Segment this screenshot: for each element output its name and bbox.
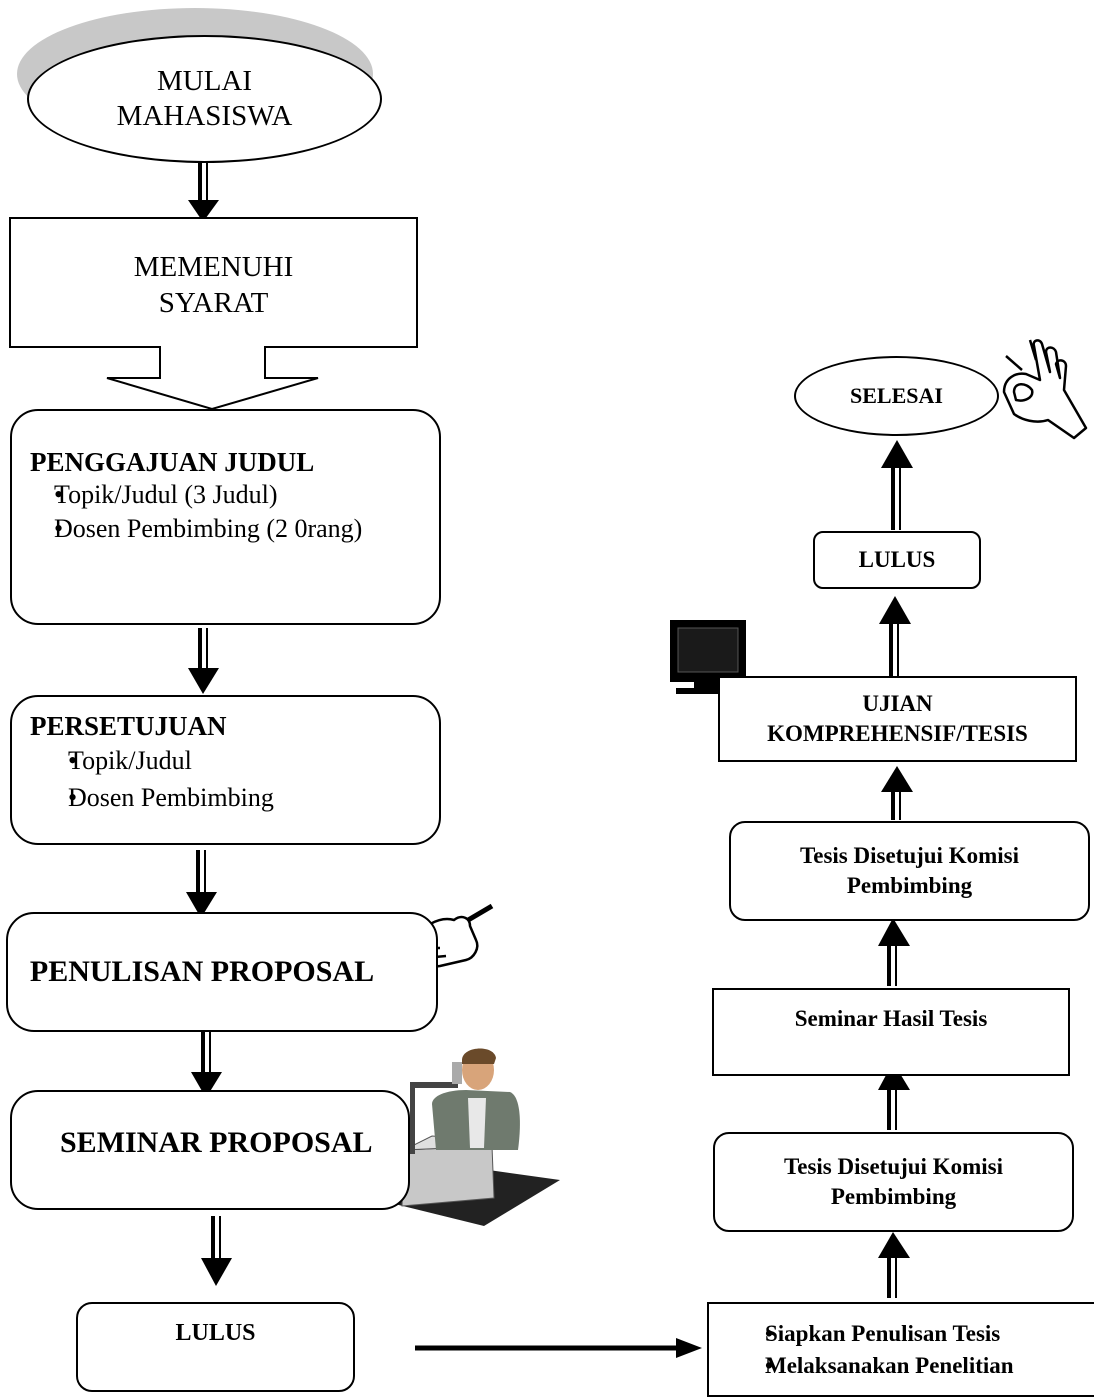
arrow-tesis1-to-seminarhasil [878,1062,910,1130]
tesis-disetujui-lower-box: Tesis Disetujui Komisi Pembimbing [713,1132,1074,1232]
pengajuan-title: PENGGAJUAN JUDUL [30,447,315,477]
syarat-callout-box [9,217,418,411]
tesis-disetujui-upper-box: Tesis Disetujui Komisi Pembimbing [729,821,1090,921]
persetujuan-item: Topik/Judul [30,742,439,779]
ujian-box: UJIAN KOMPREHENSIF/TESIS [718,676,1077,762]
tesis-lower-line1: Tesis Disetujui Komisi [784,1154,1003,1180]
arrow-ujian-to-lulus [879,596,911,676]
arrow-penulisan-to-seminar [191,1028,222,1098]
start-ellipse: MULAI MAHASISWA [27,35,382,163]
presenter-clipart-icon [362,1048,560,1226]
arrow-tesis2-to-ujian [881,766,913,820]
persetujuan-list: Topik/Judul Dosen Pembimbing [30,742,439,816]
pengajuan-list: Topik/Judul (3 Judul) Dosen Pembimbing (… [30,478,439,546]
start-line2: MAHASISWA [116,100,293,132]
siapkan-item: Melaksanakan Penelitian [727,1350,1094,1382]
persetujuan-box: PERSETUJUAN Topik/Judul Dosen Pembimbing [10,695,441,845]
arrow-lulus-to-selesai [881,440,913,530]
siapkan-item: Siapkan Penulisan Tesis [727,1318,1094,1350]
siapkan-list: Siapkan Penulisan Tesis Melaksanakan Pen… [727,1318,1094,1382]
ujian-line2: KOMPREHENSIF/TESIS [767,721,1028,746]
seminar-label: SEMINAR PROPOSAL [60,1126,373,1159]
siapkan-box: Siapkan Penulisan Tesis Melaksanakan Pen… [707,1302,1094,1397]
lulus-right-box: LULUS [813,531,981,589]
penulisan-label: PENULISAN PROPOSAL [29,955,375,988]
syarat-box: MEMENUHI SYARAT [10,230,417,340]
seminar-hasil-box: Seminar Hasil Tesis [712,988,1070,1076]
start-line1: MULAI [156,65,253,98]
arrow-start-to-syarat [188,158,219,222]
syarat-line1: MEMENUHI [133,250,294,283]
penulisan-proposal-box: PENULISAN PROPOSAL [6,912,438,1032]
tesis-lower-line2: Pembimbing [830,1184,957,1209]
lulus-right-label: LULUS [858,547,936,572]
ujian-line1: UJIAN [862,691,933,717]
arrow-seminar-to-lulus [201,1216,232,1286]
lulus-left-box: LULUS [76,1302,355,1392]
arrow-siapkan-to-tesis1 [878,1232,910,1298]
pengajuan-item: Dosen Pembimbing (2 0rang) [30,512,439,546]
ok-hand-icon [1002,339,1088,440]
pengajuan-item: Topik/Judul (3 Judul) [30,478,439,512]
seminar-hasil-label: Seminar Hasil Tesis [794,1006,988,1031]
lulus-left-label: LULUS [175,1320,256,1346]
computer-monitor-icon [670,620,746,694]
arrow-lulus-to-siapkan [415,1338,702,1358]
arrow-pengajuan-to-persetujuan [188,628,219,694]
arrow-persetujuan-to-penulisan [186,850,217,918]
syarat-line2: SYARAT [158,287,269,319]
pengajuan-judul-box: PENGGAJUAN JUDUL Topik/Judul (3 Judul) D… [10,409,441,625]
selesai-ellipse: SELESAI [794,356,999,436]
seminar-proposal-box: SEMINAR PROPOSAL [10,1090,410,1210]
tesis-upper-line2: Pembimbing [846,873,973,898]
persetujuan-item: Dosen Pembimbing [30,779,439,816]
tesis-upper-line1: Tesis Disetujui Komisi [800,843,1019,869]
persetujuan-title: PERSETUJUAN [30,711,227,741]
arrow-seminarhasil-to-tesis2 [878,918,910,986]
selesai-label: SELESAI [850,383,943,408]
